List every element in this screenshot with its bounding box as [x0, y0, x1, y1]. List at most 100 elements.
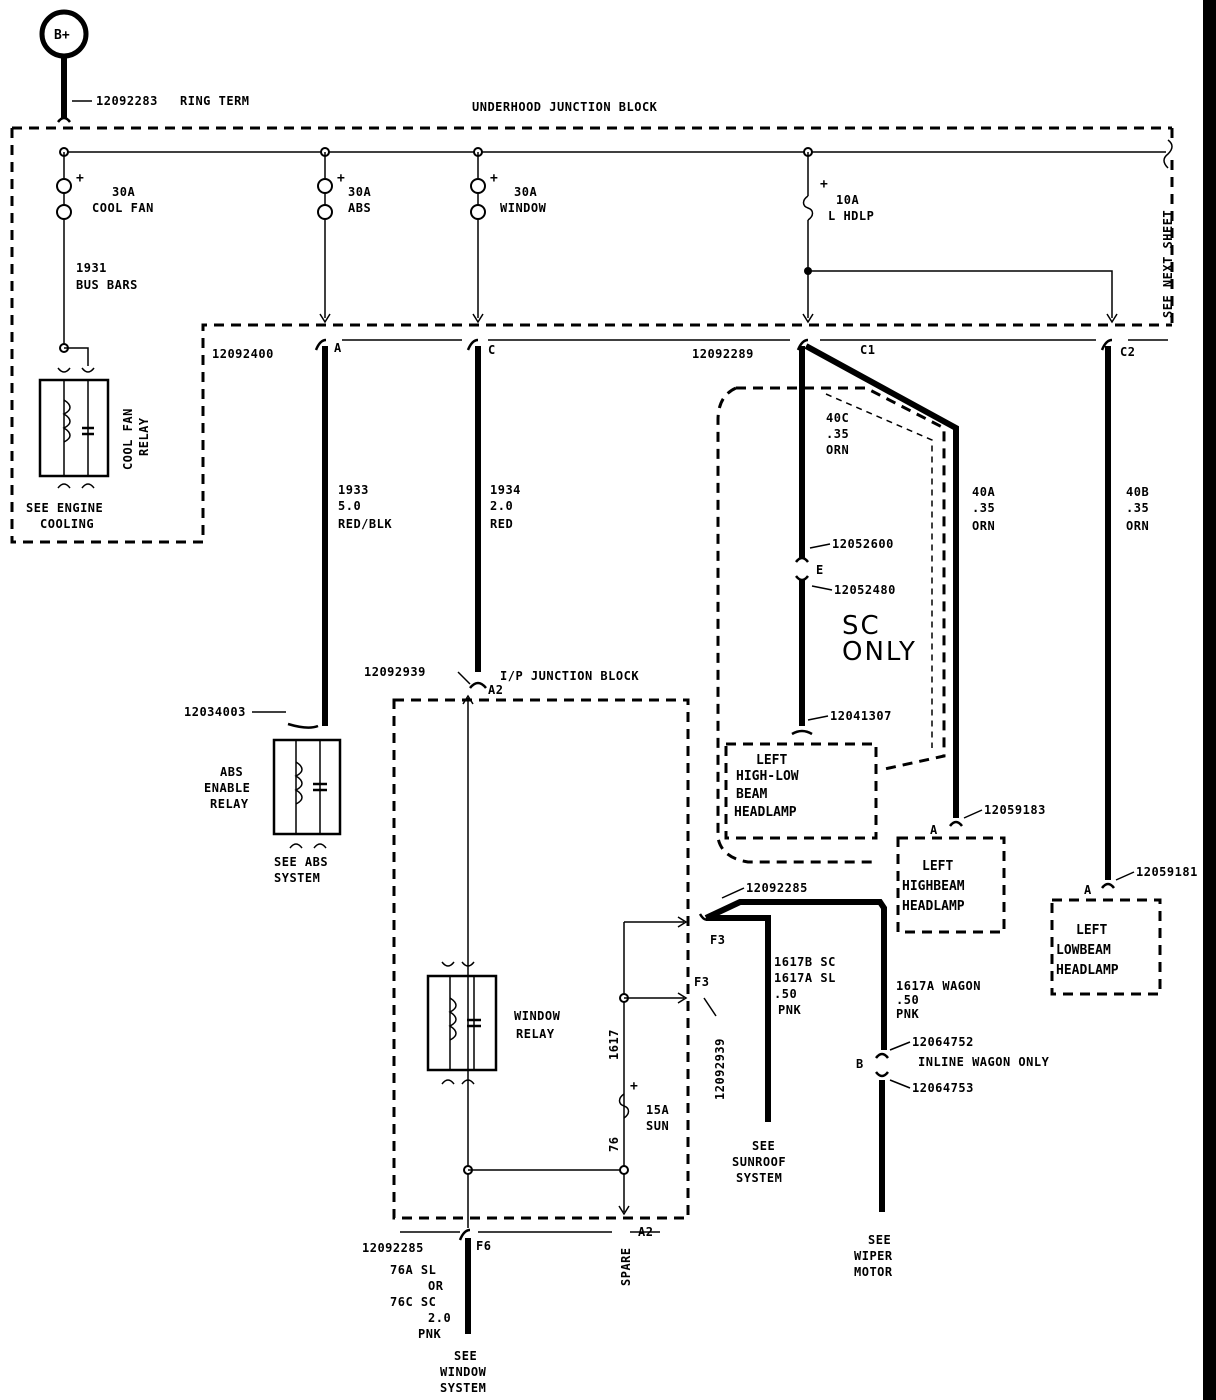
connector-12092285-f6: 12092285 [362, 1241, 424, 1255]
wire-40a-color: ORN [972, 519, 995, 533]
left-lowbeam-headlamp [1050, 898, 1162, 996]
window-relay-label-1: WINDOW [514, 1009, 561, 1023]
abs-relay-label-3: RELAY [210, 797, 249, 811]
wire-40a-gauge: .35 [972, 501, 995, 515]
wire-1617a-wagon-circuit: 1617A WAGON [896, 979, 981, 993]
connector-12064753: 12064753 [912, 1081, 974, 1095]
sc-only-region [716, 386, 946, 864]
wire-1617a-wagon [704, 899, 887, 1050]
see-wiper-3: MOTOR [854, 1265, 893, 1279]
wire-76a-color: PNK [418, 1327, 441, 1341]
connector-12064752: 12064752 [912, 1035, 974, 1049]
pin-a: A [334, 341, 342, 355]
inline-wagon-only: INLINE WAGON ONLY [918, 1055, 1050, 1069]
connector-12059181: 12059181 [1136, 865, 1198, 879]
wire-1934-color: RED [490, 517, 513, 531]
page-edge [1203, 0, 1216, 1400]
connector-12092289: 12092289 [692, 347, 754, 361]
connector-12092400: 12092400 [212, 347, 274, 361]
ip-junction-block-title: I/P JUNCTION BLOCK [500, 669, 639, 683]
connector-12092285-f3: 12092285 [746, 881, 808, 895]
headlamp-hl-line3: BEAM [736, 787, 767, 802]
see-sunroof-3: SYSTEM [736, 1171, 782, 1185]
left-highbeam-headlamp [896, 836, 1006, 934]
abs-fuse-rating: 30A [348, 185, 371, 199]
connector-c1: C1 [860, 343, 875, 357]
a2-bottom: A2 [638, 1225, 653, 1239]
wire-40a [804, 343, 959, 818]
see-window-1: SEE [454, 1349, 477, 1363]
cool-fan-relay-label-1: COOL FAN [121, 408, 135, 470]
wire-1617b-circuit: 1617B SC [774, 955, 836, 969]
wire-40c-gauge: .35 [826, 427, 849, 441]
wire-1617-label: 1617 [607, 1029, 621, 1060]
connector-12092939-side: 12092939 [713, 1038, 727, 1100]
wire-1617a-wagon-color: PNK [896, 1007, 919, 1021]
underhood-junction-block-outline [10, 126, 1172, 544]
see-sunroof-1: SEE [752, 1139, 775, 1153]
abs-fuse: + [317, 152, 345, 220]
pin-e: E [816, 563, 824, 577]
abs-relay-label-2: ENABLE [204, 781, 250, 795]
window-relay [426, 961, 498, 1085]
pin-f3-a: F3 [710, 933, 725, 947]
wire-40c-color: ORN [826, 443, 849, 457]
wire-1617b [706, 915, 771, 1122]
headlamp-hl-line4: HEADLAMP [734, 805, 797, 820]
ring-term-part: 12092283 [96, 94, 158, 108]
wire-1933-gauge: 5.0 [338, 499, 361, 513]
bus-break-symbol [1163, 139, 1173, 169]
wire-1617a-wagon-gauge: .50 [896, 993, 919, 1007]
wire-40b-color: ORN [1126, 519, 1149, 533]
wire-76a-or: OR [428, 1279, 444, 1293]
wire-1617b-color: PNK [778, 1003, 801, 1017]
l-hdlp-fuse: + [802, 152, 828, 221]
svg-text:+: + [630, 1079, 638, 1094]
pin-c: C [488, 343, 496, 357]
wire-1933-circuit: 1933 [338, 483, 369, 497]
see-next-sheet: SEE NEXT SHEET [1161, 210, 1175, 318]
a2-top: A2 [488, 683, 503, 697]
wire-40b-circuit: 40B [1126, 485, 1149, 499]
see-abs-system-1: SEE ABS [274, 855, 328, 869]
left-high-low-beam-headlamp [724, 742, 878, 840]
window-fuse-rating: 30A [514, 185, 537, 199]
lowbeam-line3: HEADLAMP [1056, 963, 1119, 978]
abs-enable-relay [272, 738, 342, 849]
pin-b: B [856, 1057, 864, 1071]
highbeam-line2: HIGHBEAM [902, 879, 965, 894]
pin-a-highbeam: A [930, 823, 938, 837]
highbeam-line3: HEADLAMP [902, 899, 965, 914]
cool-fan-fuse: + [56, 152, 84, 220]
underhood-junction-block-title: UNDERHOOD JUNCTION BLOCK [472, 100, 658, 114]
see-sunroof-2: SUNROOF [732, 1155, 786, 1169]
bus-bars-label: BUS BARS [76, 278, 138, 292]
connector-12059183: 12059183 [984, 803, 1046, 817]
abs-fuse-name: ABS [348, 201, 371, 215]
lowbeam-line2: LOWBEAM [1056, 943, 1111, 958]
wire-40c-circuit: 40C [826, 411, 849, 425]
see-wiper-1: SEE [868, 1233, 891, 1247]
sun-fuse-rating: 15A [646, 1103, 669, 1117]
connector-12041307: 12041307 [830, 709, 892, 723]
l-hdlp-fuse-rating: 10A [836, 193, 859, 207]
wire-1933-color: RED/BLK [338, 517, 392, 531]
bus-bars-circuit: 1931 [76, 261, 107, 275]
sc-only-line2: ONLY [842, 637, 917, 667]
see-abs-system-2: SYSTEM [274, 871, 320, 885]
see-window-2: WINDOW [440, 1365, 487, 1379]
connector-12052480: 12052480 [834, 583, 896, 597]
wire-40a-circuit: 40A [972, 485, 995, 499]
highbeam-line1: LEFT [922, 859, 953, 874]
abs-relay-label-1: ABS [220, 765, 243, 779]
headlamp-hl-line2: HIGH-LOW [736, 769, 799, 784]
connector-12052600: 12052600 [832, 537, 894, 551]
headlamp-hl-line1: LEFT [756, 753, 787, 768]
connector-12034003: 12034003 [184, 705, 246, 719]
svg-text:+: + [76, 171, 84, 186]
window-relay-label-2: RELAY [516, 1027, 555, 1041]
pin-a-lowbeam: A [1084, 883, 1092, 897]
pin-f3-b: F3 [694, 975, 709, 989]
battery-terminal: B+ [39, 9, 89, 59]
